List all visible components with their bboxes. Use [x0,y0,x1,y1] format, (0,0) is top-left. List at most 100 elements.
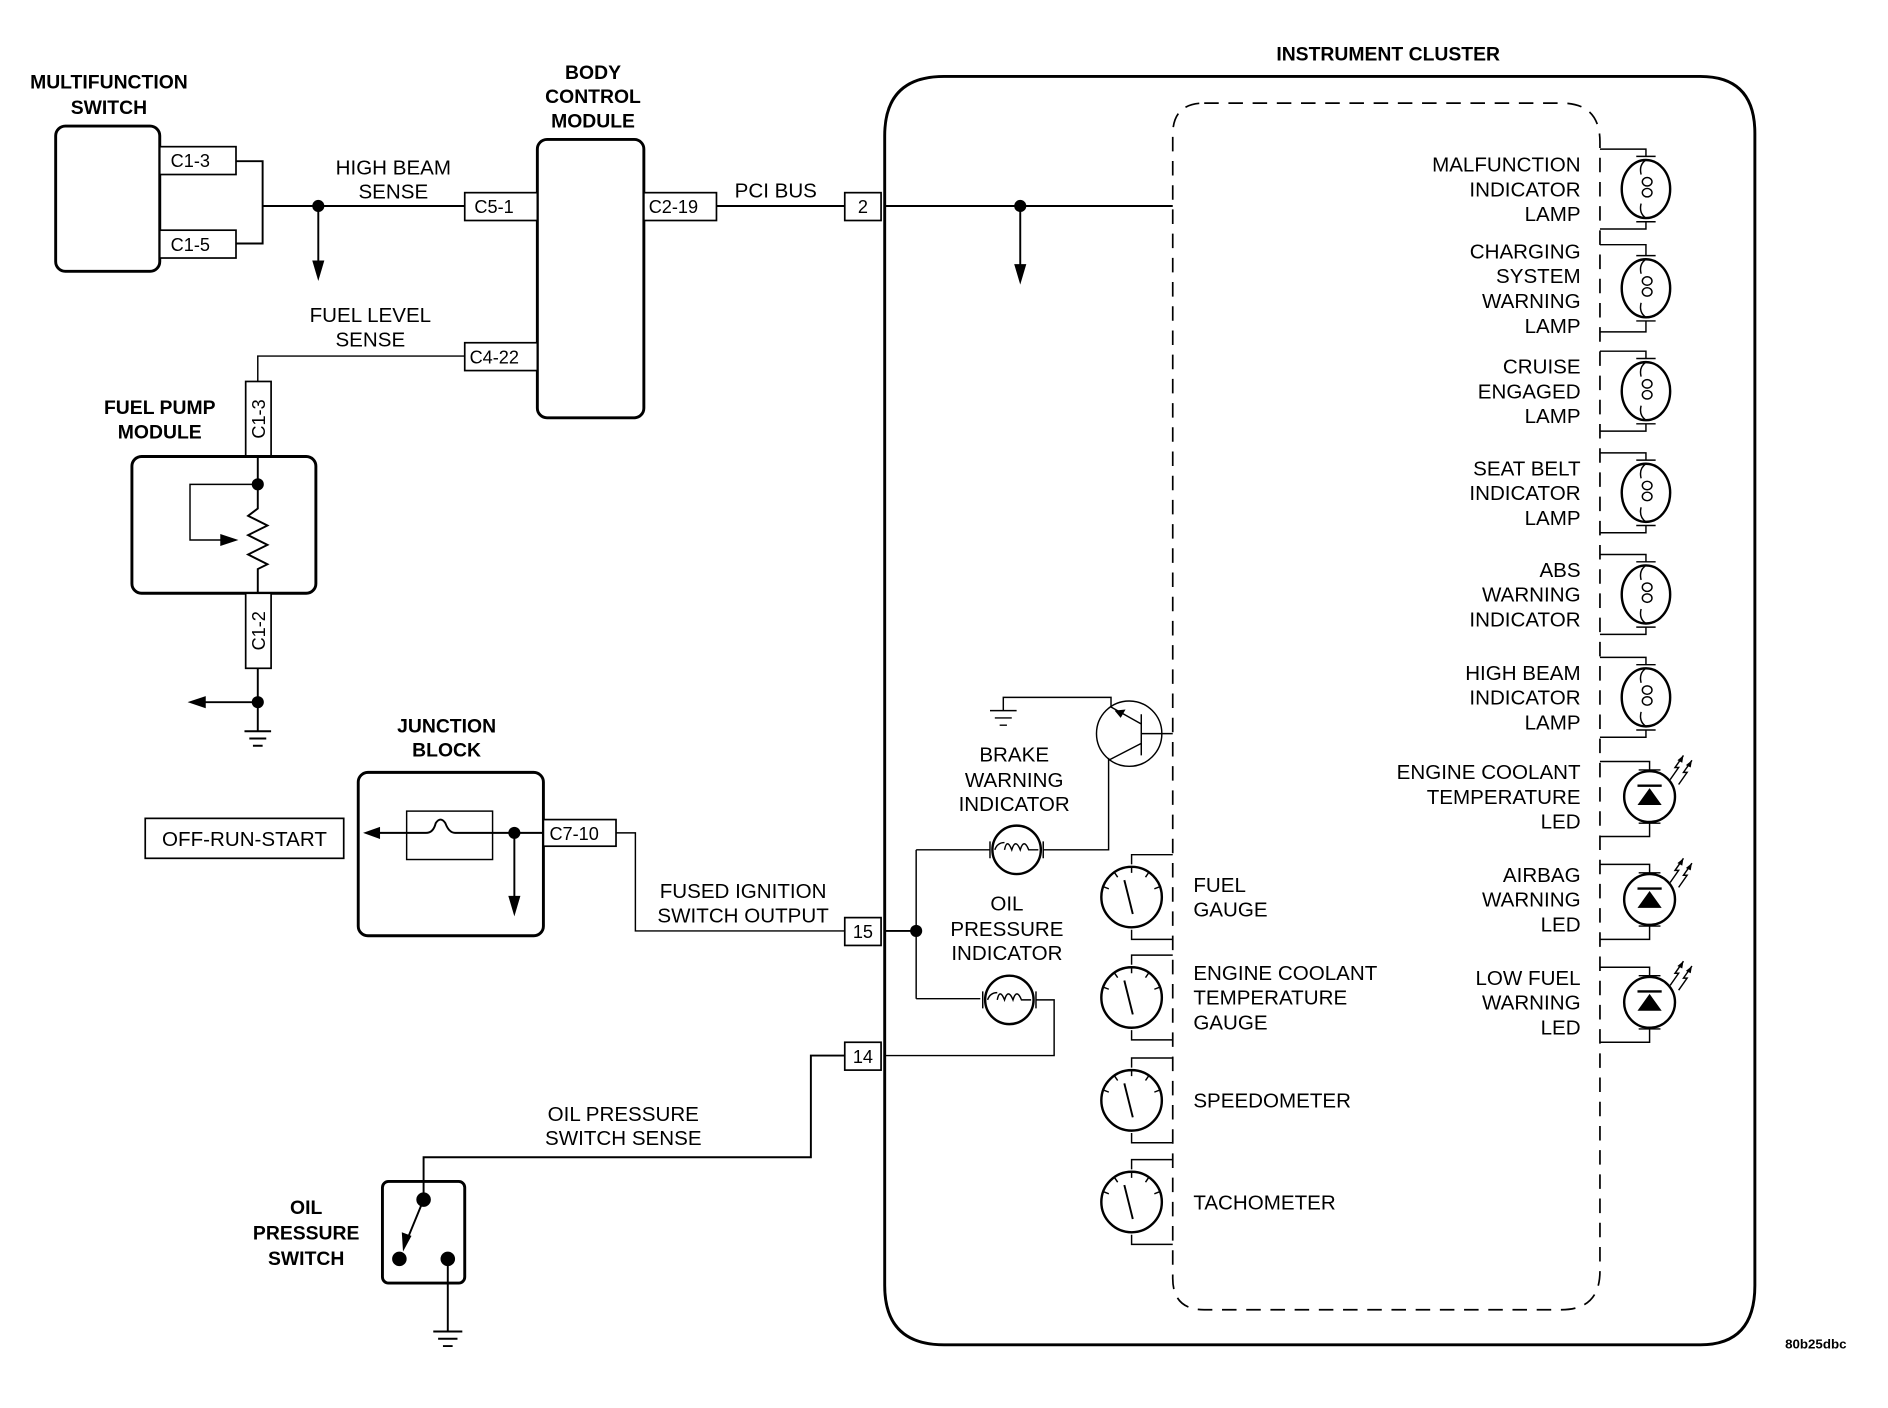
led-diode-triangle [1637,788,1662,806]
instrument-cluster-title: INSTRUMENT CLUSTER [1276,44,1500,66]
filament-coil [1641,276,1653,286]
indicator-label: HIGH BEAM [1465,662,1580,685]
filament [1639,564,1647,625]
arrow-icon [1677,755,1692,768]
fuel-pump-title-1: FUEL PUMP [104,397,216,419]
oil-pressure-sense-label-1: OIL PRESSURE [548,1103,699,1126]
gauge-needle [1123,879,1134,915]
led-diode-triangle [1637,890,1662,908]
filament-coil [1641,685,1653,696]
gauge-ticks [1102,1070,1161,1093]
gauge-ticks [1102,967,1161,990]
indicator-label: INDICATOR [1469,482,1580,505]
fuel-pump-title-2: MODULE [118,421,202,443]
bcm-title-2: CONTROL [545,86,641,108]
gauge-label: GAUGE [1193,899,1267,922]
fuse-icon [375,818,544,834]
indicator-label: WARNING [1482,584,1581,607]
junction-block: JUNCTION BLOCK OFF-RUN-START C7-10 FUSED… [144,715,845,938]
lamp-leads [1599,553,1656,636]
connector-fp-c1-3-label: C1-3 [249,399,269,438]
filament [1639,159,1647,219]
led-icon [1622,975,1677,1029]
oil-switch-title-1: OIL [290,1197,322,1219]
indicator-label: ENGAGED [1478,380,1581,403]
fuse-housing [405,810,494,861]
brake-indicator-label-2: WARNING [965,769,1064,792]
lamp-leads [1599,243,1656,333]
filament-coil [1641,378,1653,389]
brake-to-transistor-wire [1043,757,1110,851]
filament [1639,667,1647,727]
connector-c2-19-label: C2-19 [649,197,698,217]
arrow-icon [401,1232,412,1252]
figure-id: 80b25dbc [1785,1336,1846,1351]
indicator-label: CRUISE [1503,356,1581,379]
gauge-ticks [1102,1171,1161,1195]
indicator-label: WARNING [1482,290,1581,313]
connector-fp-c1-2-label: C1-2 [249,611,269,650]
gauge-label: SPEEDOMETER [1193,1090,1351,1113]
gauge-label: TEMPERATURE [1193,987,1347,1010]
filament [1639,361,1647,421]
lamp-leads [1599,350,1656,432]
oil-pressure-sense-label-2: SWITCH SENSE [545,1127,702,1150]
fused-ignition-label-1: FUSED IGNITION [660,880,827,903]
oil-switch-title-3: SWITCH [268,1248,344,1270]
ignition-switch-label: OFF-RUN-START [162,828,327,851]
ground-icon [989,696,1112,726]
connector-fp-c1-3 [244,380,272,458]
brake-lamp-icon [989,824,1044,876]
wiper-arrow-wire [189,483,258,541]
ignition-switch-box [144,817,345,860]
arrow-down-icon [1014,264,1027,285]
gauge-needle [1123,980,1134,1015]
indicator-label: INDICATOR [1469,178,1580,201]
arrow-down-icon [312,260,325,282]
multifunction-switch-body [54,124,162,273]
oil-pressure-switch: OIL PRESSURE SWITCH OIL PRESSURE SWITCH … [253,1054,845,1348]
indicator-label: LAMP [1525,711,1581,734]
connector-c1-3 [158,145,237,176]
indicator-label: WARNING [1482,889,1581,912]
indicator-label: LAMP [1525,315,1581,338]
gauge-needle [1123,1083,1134,1118]
connector-c5-1-label: C5-1 [474,197,513,217]
fuel-pump-module: FUEL PUMP MODULE C1-3 C1-2 [104,380,318,747]
fuel-level-sense-label-1: FUEL LEVEL [310,304,432,327]
bcm-body [535,137,646,420]
body-control-module: BODY CONTROL MODULE C5-1 C4-22 C2-19 FUE… [257,62,845,420]
connector-c1-3-label: C1-3 [171,151,210,171]
led-diode-triangle [1637,993,1662,1011]
fuel-pump-body [130,455,318,595]
connector-c5-1 [463,191,539,222]
multifunction-switch-title-1: MULTIFUNCTION [30,72,188,94]
brake-indicator-label-3: INDICATOR [959,793,1070,816]
connector-c2-19 [643,191,718,222]
transistor-icon [1095,700,1173,768]
oil-switch-title-2: PRESSURE [253,1223,360,1245]
lamp-leads [1599,656,1656,739]
light-emission-icon [1669,857,1693,888]
indicator-label: ABS [1539,559,1580,582]
gauge-leads [1130,1158,1173,1246]
indicator-label: LOW FUEL [1475,967,1580,990]
filament-coil [1641,286,1653,297]
gauge: SPEEDOMETER [1100,1057,1351,1144]
cluster-pin-2-label: 2 [858,197,868,217]
junction-block-body [356,770,545,938]
pci-bus-label: PCI BUS [735,180,817,203]
lamp-leads [1599,452,1656,534]
arrow-icon [1677,961,1692,974]
brake-indicator-label-1: BRAKE [979,743,1049,766]
bcm-title-1: BODY [565,62,621,84]
led-icon [1622,872,1677,927]
cluster-pin-15-label: 15 [853,922,873,942]
